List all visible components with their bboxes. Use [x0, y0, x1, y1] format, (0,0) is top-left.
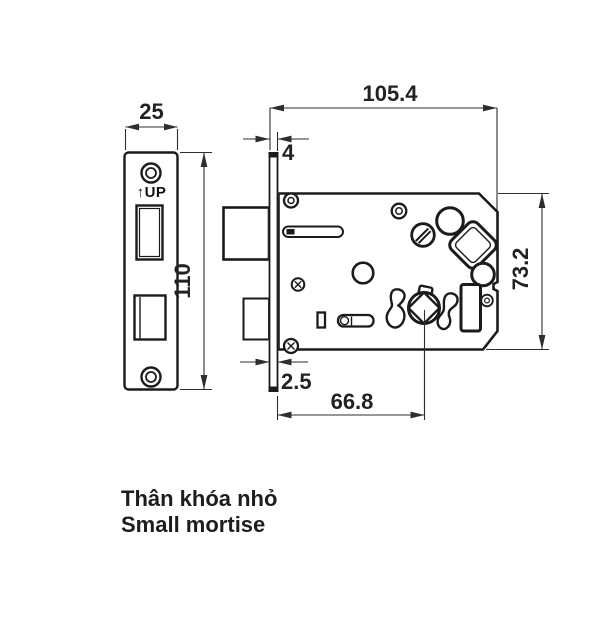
stop-pin-slot — [316, 311, 327, 329]
lever-follower — [448, 220, 498, 270]
dim-faceplate-thickness — [243, 132, 309, 151]
dim-label-body-height: 73.2 — [508, 248, 533, 291]
screw-hole-bottom — [140, 366, 162, 388]
deadbolt-cutout — [133, 294, 167, 341]
dim-label-faceplate-thickness: 4 — [282, 140, 295, 165]
caption-english: Small mortise — [121, 512, 265, 537]
faceplate-front-view — [123, 151, 179, 391]
case-screw-left — [290, 277, 306, 292]
slotted-screw — [410, 222, 436, 248]
deadbolt — [242, 297, 270, 341]
case-screw-right — [480, 293, 494, 308]
latch-bolt — [222, 206, 271, 261]
dim-case-setback — [240, 358, 308, 366]
faceplate-side-view — [268, 152, 279, 392]
dim-label-front-height: 110 — [170, 263, 195, 299]
guide-slot-top — [282, 225, 344, 238]
stop-slot — [459, 283, 482, 333]
screw-hole-top — [140, 162, 162, 184]
dim-front-width — [124, 123, 179, 150]
lock-case — [277, 192, 499, 415]
latch-cutout — [135, 204, 164, 261]
case-screw-bottom-left — [282, 337, 300, 355]
dim-body-height — [486, 192, 549, 351]
dim-label-backset: 66.8 — [331, 389, 374, 414]
caption-vietnamese: Thân khóa nhỏ — [121, 486, 277, 511]
follower-circle — [470, 261, 496, 288]
up-arrow-label: ↑UP — [137, 184, 167, 201]
dim-label-case-setback: 2.5 — [281, 369, 312, 394]
center-hole — [351, 261, 375, 285]
dim-body-length — [269, 104, 498, 212]
case-screw-top-mid — [390, 202, 408, 220]
spring-lever-left — [385, 288, 406, 329]
dim-label-body-length: 105.4 — [362, 81, 418, 106]
adjust-slot — [336, 313, 375, 328]
spring-lever-right — [436, 292, 459, 331]
cylinder-hole — [435, 206, 465, 236]
spindle-follower — [406, 284, 442, 326]
dim-front-height — [180, 151, 212, 391]
case-screw-top-left — [282, 192, 300, 209]
dim-label-front-width: 25 — [139, 99, 163, 124]
